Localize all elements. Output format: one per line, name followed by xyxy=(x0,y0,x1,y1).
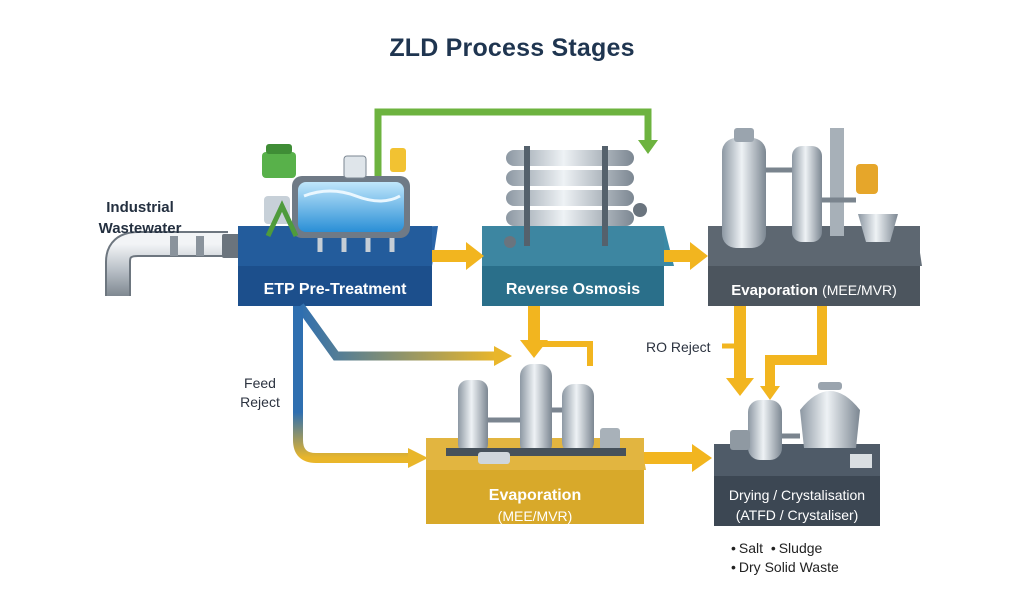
stage-evap-bottom-sub: (MEE/MVR) xyxy=(497,508,573,524)
stage-evap-top-title: Evaporation xyxy=(731,282,818,299)
feed-reject-paths xyxy=(293,303,512,468)
stage-evap-top-label: Evaporation (MEE/MVR) xyxy=(708,282,920,299)
ro-reject-label: RO Reject xyxy=(646,339,711,355)
output-salt: Salt xyxy=(738,540,764,556)
tank-icon xyxy=(262,144,410,252)
stage-etp-label: ETP Pre-Treatment xyxy=(263,281,407,298)
bullet-1: • xyxy=(731,540,736,556)
input-label-line2: Wastewater xyxy=(98,220,182,237)
evaporator-icon xyxy=(446,364,626,464)
stage-evap-bottom-title: Evaporation xyxy=(488,487,582,504)
bullet-2: • xyxy=(770,540,776,556)
output-dry-solid-waste: Dry Solid Waste xyxy=(738,559,839,575)
feed-reject-line1: Feed xyxy=(244,375,276,391)
stage-drying-line1: Drying / Crystalisation xyxy=(728,487,866,503)
input-label-line1: Industrial xyxy=(106,199,174,216)
stage-drying-line2: (ATFD / Crystaliser) xyxy=(735,507,859,523)
stage-evap-top-sub: (MEE/MVR) xyxy=(822,282,897,298)
input-label: Industrial Wastewater xyxy=(84,197,196,239)
dryer-icon xyxy=(730,382,872,468)
feed-reject-line2: Reject xyxy=(240,394,280,410)
diagram-title: ZLD Process Stages xyxy=(389,34,635,62)
feed-reject-label: Feed Reject xyxy=(238,374,282,412)
membrane-rack-icon xyxy=(504,146,647,248)
stage-evap-bottom-label: Evaporation (MEE/MVR) xyxy=(426,486,644,526)
outputs-list: •Salt •Sludge •Dry Solid Waste xyxy=(731,539,839,577)
stage-drying-label: Drying / Crystalisation (ATFD / Crystali… xyxy=(714,485,880,525)
pipe-icon xyxy=(105,231,240,296)
stage-ro-label: Reverse Osmosis xyxy=(505,281,641,298)
outputs-row-2: •Dry Solid Waste xyxy=(731,558,839,577)
bullet-3: • xyxy=(731,559,736,575)
evaporator-icon xyxy=(722,128,898,248)
outputs-row-1: •Salt •Sludge xyxy=(731,539,839,558)
bypass-arrow xyxy=(374,108,652,180)
output-sludge: Sludge xyxy=(778,540,823,556)
flow-arrows xyxy=(432,242,827,472)
